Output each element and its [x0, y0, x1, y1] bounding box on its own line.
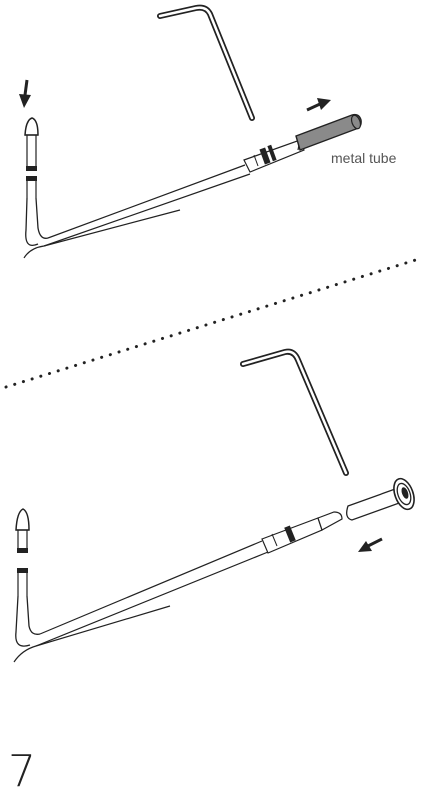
end-cap-assembly	[346, 477, 415, 521]
down-arrow-icon	[19, 79, 31, 108]
left-arrow-icon	[358, 537, 383, 552]
seat-post	[15, 508, 41, 647]
bottom-step	[13, 348, 415, 663]
frame-tube	[43, 164, 251, 247]
page-number: 7	[8, 746, 36, 797]
right-arrow-icon	[306, 98, 331, 112]
metal-tube	[295, 113, 362, 151]
frame-tube	[35, 540, 269, 647]
allen-key-icon	[240, 348, 349, 476]
metal-tube-label: metal tube	[331, 150, 397, 166]
seat-post	[24, 117, 49, 247]
frame-outline	[13, 605, 171, 663]
dotted-divider	[4, 256, 424, 389]
tube-fitting	[261, 511, 343, 554]
tube-fitting	[243, 139, 305, 173]
frame-outline	[23, 209, 181, 259]
allen-key-icon	[157, 4, 255, 121]
top-step: metal tube	[19, 4, 397, 259]
